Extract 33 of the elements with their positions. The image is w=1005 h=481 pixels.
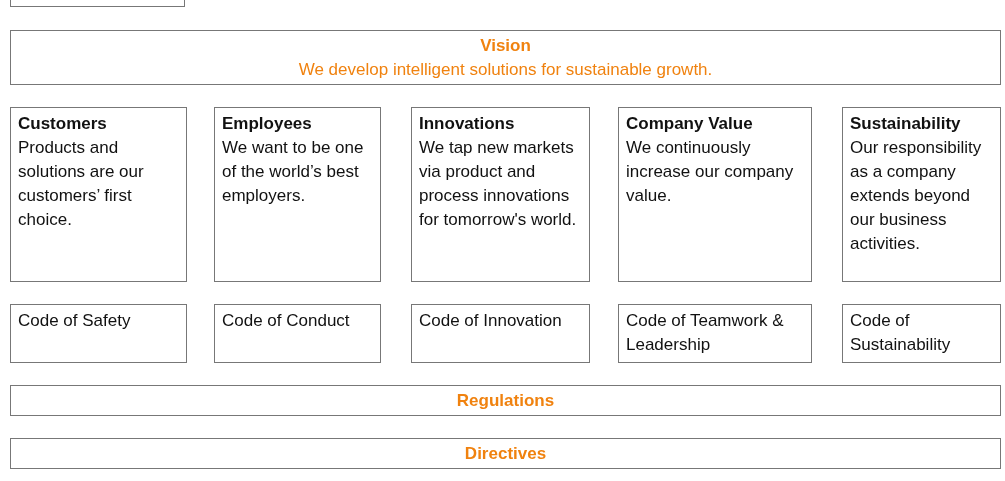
description: Products and solutions are our customers’ first choice.	[18, 137, 145, 231]
code-label: Code of Innovation	[419, 310, 563, 332]
pillar-box	[10, 107, 187, 282]
pillar-box	[618, 107, 812, 282]
band-box	[10, 385, 1001, 416]
heading: Company Value	[626, 113, 754, 135]
heading: Sustainability	[850, 113, 962, 135]
heading: Directives	[463, 443, 548, 465]
code-box	[411, 304, 590, 363]
heading: Customers	[18, 113, 108, 135]
vision-box	[10, 30, 1001, 85]
pillar-box	[842, 107, 1001, 282]
heading: Innovations	[419, 113, 516, 135]
code-label: Code of Conduct	[222, 310, 351, 332]
code-box	[618, 304, 812, 363]
heading: Employees	[222, 113, 313, 135]
heading: Regulations	[455, 390, 556, 412]
band-box	[10, 438, 1001, 469]
description: We continuously increase our company value.	[626, 137, 795, 207]
code-box	[842, 304, 1001, 363]
heading: Vision	[479, 35, 532, 57]
description: Our responsibility as a company extends beyond our business activities.	[850, 137, 983, 255]
statement: We develop intelligent solutions for sustainable growth.	[297, 59, 714, 81]
code-box	[10, 304, 187, 363]
code-label: Code of Sustainability	[850, 310, 952, 356]
code-box	[214, 304, 381, 363]
description: We tap new markets via product and process innovations for tomorrow's world.	[419, 137, 578, 231]
code-label: Code of Safety	[18, 310, 132, 332]
code-label: Code of Teamwork & Leadership	[626, 310, 785, 356]
description: We want to be one of the world’s best employers.	[222, 137, 365, 207]
pillar-box	[411, 107, 590, 282]
box-shape	[10, 0, 185, 7]
pillar-box	[214, 107, 381, 282]
